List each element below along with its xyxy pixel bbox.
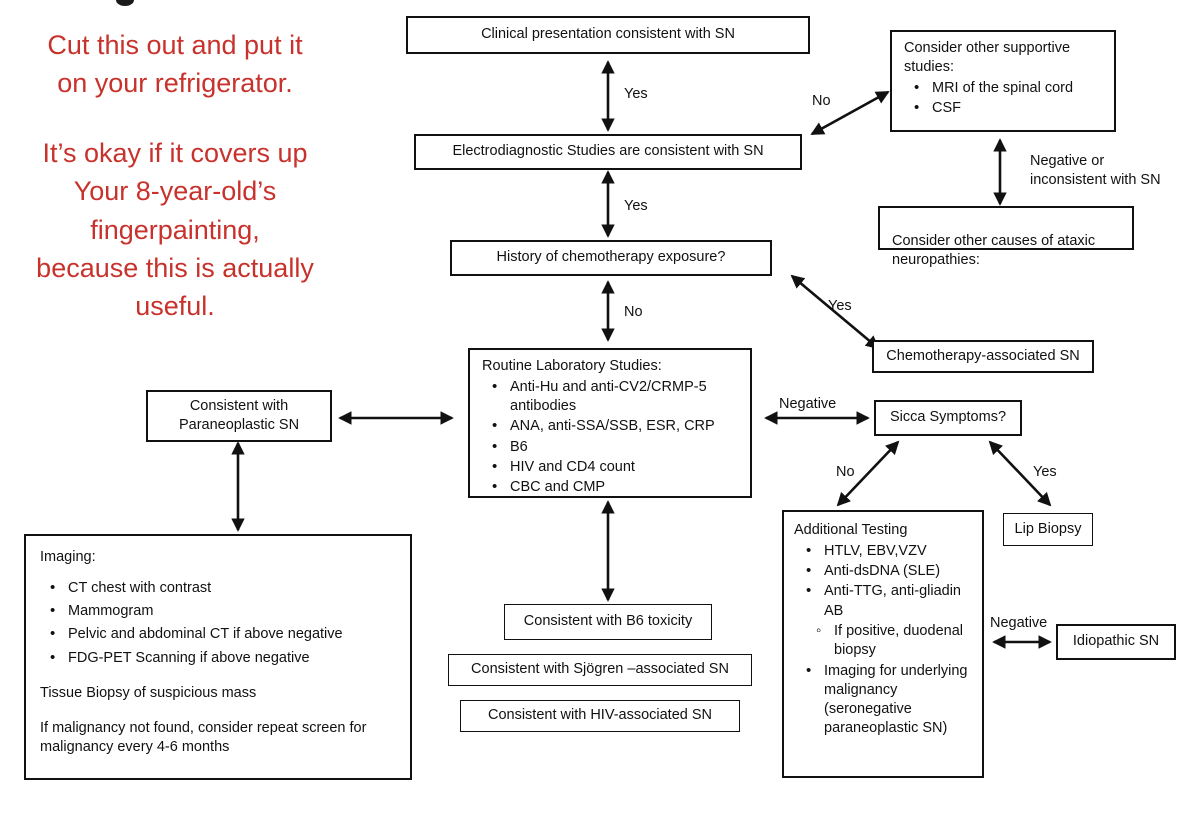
node-imaging-header: Imaging:: [40, 549, 96, 565]
node-idiopathic-sn[interactable]: Idiopathic SN: [1056, 624, 1176, 660]
edge-label-negative-or-inconsistent: Negative or inconsistent with SN: [1030, 153, 1161, 188]
edge-label-yes-edx-chemo: Yes: [624, 198, 648, 214]
node-imaging-repeat-screen: If malignancy not found, consider repeat…: [40, 719, 367, 755]
list-item: Mammogram: [50, 601, 396, 621]
node-additional-testing-list: HTLV, EBV,VZV Anti-dsDNA (SLE) Anti-TTG,…: [794, 541, 974, 621]
node-lip-biopsy-label: Lip Biopsy: [1014, 520, 1082, 537]
list-item: CBC and CMP: [492, 477, 740, 497]
node-electrodiagnostic-studies-label: Electrodiagnostic Studies are consistent…: [452, 143, 764, 160]
node-b6-toxicity[interactable]: Consistent with B6 toxicity: [504, 604, 712, 640]
node-additional-testing-list-2: Imaging for underlying malignancy (seron…: [794, 661, 974, 739]
node-ataxic-causes-label: Consider other causes of ataxic neuropat…: [892, 233, 1096, 269]
node-ataxic-causes[interactable]: Consider other causes of ataxic neuropat…: [878, 206, 1134, 268]
node-imaging-list: CT chest with contrast Mammogram Pelvic …: [40, 578, 396, 668]
edge-label-no-chemo-labs: No: [624, 304, 643, 320]
edge-label-negative-labs-sicca: Negative: [779, 396, 837, 412]
edge-label-yes-chemo-sn: Yes: [828, 298, 852, 314]
list-item: Imaging for underlying malignancy (seron…: [806, 661, 974, 739]
node-routine-labs-list: Anti-Hu and anti-CV2/CRMP-5 antibodies A…: [482, 377, 740, 497]
node-clinical-presentation-label: Clinical presentation consistent with SN: [481, 26, 735, 43]
node-supportive-studies-list: MRI of the spinal cord CSF: [904, 78, 1104, 118]
list-item: MRI of the spinal cord: [914, 78, 1104, 98]
node-b6-toxicity-label: Consistent with B6 toxicity: [523, 613, 693, 630]
node-sicca-symptoms[interactable]: Sicca Symptoms?: [874, 400, 1022, 436]
node-paraneoplastic-sn-label: Consistent with Paraneoplastic SN: [178, 397, 300, 433]
edge-label-no-edx-supportive: No: [812, 93, 831, 109]
node-electrodiagnostic-studies[interactable]: Electrodiagnostic Studies are consistent…: [414, 134, 802, 170]
node-sicca-symptoms-label: Sicca Symptoms?: [889, 409, 1007, 426]
list-item: CSF: [914, 98, 1104, 118]
cropped-glyph: [116, 0, 134, 6]
list-item: HTLV, EBV,VZV: [806, 541, 974, 561]
node-paraneoplastic-sn[interactable]: Consistent with Paraneoplastic SN: [146, 390, 332, 442]
annotation-line-1: Cut this out and put it on your refriger…: [47, 30, 303, 99]
node-supportive-studies-header: Consider other supportive studies:: [904, 40, 1071, 76]
node-chemo-history-label: History of chemotherapy exposure?: [496, 249, 726, 266]
node-lip-biopsy[interactable]: Lip Biopsy: [1003, 513, 1093, 546]
node-hiv-associated-sn[interactable]: Consistent with HIV-associated SN: [460, 700, 740, 732]
node-sjogren-associated-sn[interactable]: Consistent with Sjögren –associated SN: [448, 654, 752, 686]
node-idiopathic-sn-label: Idiopathic SN: [1072, 633, 1160, 650]
list-item: Anti-Hu and anti-CV2/CRMP-5 antibodies: [492, 377, 740, 416]
list-item: If positive, duodenal biopsy: [816, 621, 974, 660]
node-imaging[interactable]: Imaging: CT chest with contrast Mammogra…: [24, 534, 412, 780]
node-hiv-associated-sn-label: Consistent with HIV-associated SN: [487, 707, 713, 724]
list-item: ANA, anti-SSA/SSB, ESR, CRP: [492, 416, 740, 436]
node-clinical-presentation[interactable]: Clinical presentation consistent with SN: [406, 16, 810, 54]
list-item: Anti-dsDNA (SLE): [806, 561, 974, 581]
node-routine-labs-header: Routine Laboratory Studies:: [482, 358, 662, 374]
edge-label-yes-clinical-edx: Yes: [624, 86, 648, 102]
node-additional-testing-header: Additional Testing: [794, 522, 908, 538]
list-item: B6: [492, 436, 740, 457]
list-item: HIV and CD4 count: [492, 457, 740, 477]
list-item: FDG-PET Scanning if above negative: [50, 647, 396, 668]
edge-label-no-sicca-additional: No: [836, 464, 855, 480]
node-additional-testing-sublist: If positive, duodenal biopsy: [794, 621, 974, 660]
edge-label-yes-sicca-lip: Yes: [1033, 464, 1057, 480]
node-chemo-history[interactable]: History of chemotherapy exposure?: [450, 240, 772, 276]
list-item: Pelvic and abdominal CT if above negativ…: [50, 624, 396, 644]
node-chemotherapy-associated-sn-label: Chemotherapy-associated SN: [886, 347, 1080, 364]
node-routine-laboratory-studies[interactable]: Routine Laboratory Studies: Anti-Hu and …: [468, 348, 752, 498]
list-item: CT chest with contrast: [50, 578, 396, 598]
edge-label-negative-idiopathic: Negative: [990, 615, 1048, 631]
list-item: Anti-TTG, anti-gliadin AB: [806, 581, 974, 620]
annotation-line-2: It’s okay if it covers up Your 8-year-ol…: [36, 138, 314, 322]
node-imaging-tissue-biopsy: Tissue Biopsy of suspicious mass: [40, 684, 257, 701]
node-supportive-studies[interactable]: Consider other supportive studies: MRI o…: [890, 30, 1116, 132]
node-chemotherapy-associated-sn[interactable]: Chemotherapy-associated SN: [872, 340, 1094, 373]
node-additional-testing[interactable]: Additional Testing HTLV, EBV,VZV Anti-ds…: [782, 510, 984, 778]
node-sjogren-associated-sn-label: Consistent with Sjögren –associated SN: [471, 661, 729, 678]
